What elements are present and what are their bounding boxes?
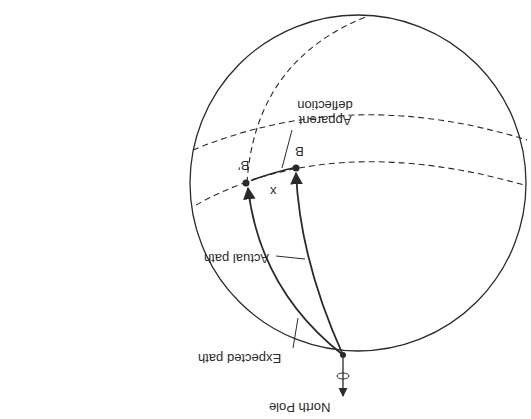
axis-arrow bbox=[342, 358, 343, 396]
point-label: B' bbox=[238, 157, 249, 172]
latitude-line bbox=[193, 115, 527, 150]
path-label: Actual path bbox=[204, 250, 269, 265]
meridian-line bbox=[247, 16, 368, 183]
deflection-label: Apparent deflection bbox=[285, 97, 365, 127]
globe-outline bbox=[190, 15, 526, 351]
pole-label: North Pole bbox=[269, 399, 330, 414]
point-dot bbox=[293, 165, 300, 172]
leader-line bbox=[282, 130, 292, 168]
rotation-symbol bbox=[337, 373, 349, 379]
leader-line bbox=[293, 318, 298, 348]
expected-path bbox=[248, 188, 343, 355]
point-dot bbox=[243, 180, 250, 187]
angle-label: x bbox=[270, 183, 277, 198]
point-label: B bbox=[295, 143, 304, 158]
pole-dot bbox=[340, 352, 346, 358]
actual-path bbox=[296, 173, 343, 355]
deflection-arc bbox=[252, 168, 293, 180]
path-label: Expected path bbox=[198, 350, 281, 365]
leader-line bbox=[276, 256, 305, 259]
